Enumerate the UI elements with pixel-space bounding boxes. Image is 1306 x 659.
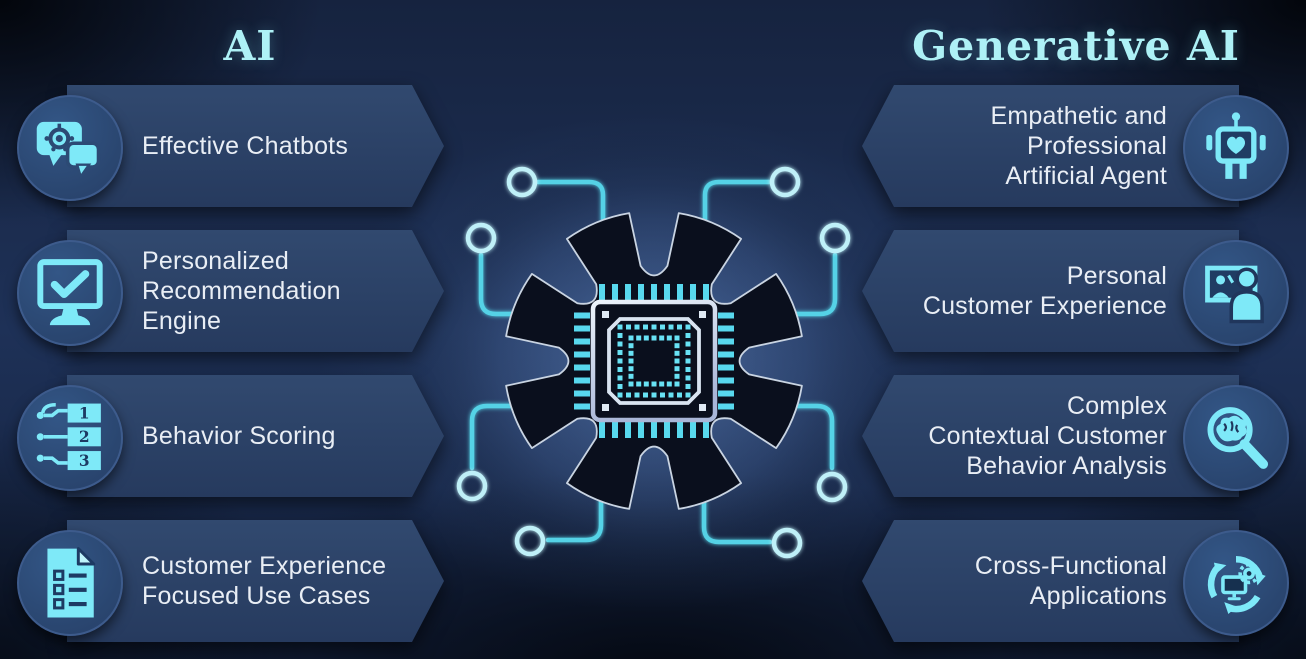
chip-pin bbox=[718, 364, 734, 371]
banner bbox=[862, 375, 1239, 497]
banner bbox=[67, 85, 444, 207]
chip-pad bbox=[617, 358, 623, 364]
chip-pad bbox=[674, 358, 680, 364]
svg-text:2: 2 bbox=[79, 428, 90, 446]
chip-pad bbox=[628, 358, 634, 364]
banner bbox=[862, 85, 1239, 207]
row-label: Personal Customer Experience bbox=[922, 262, 1167, 320]
column-title-ai: AI bbox=[223, 22, 277, 70]
icon-circle bbox=[17, 95, 123, 201]
row-label: Complex Contextual Customer Behavior Ana… bbox=[928, 392, 1167, 480]
banner-shadow bbox=[0, 520, 1306, 642]
magnifier-brain-icon bbox=[1207, 407, 1269, 469]
banner bbox=[862, 520, 1239, 642]
row-label: Personalized Recommendation Engine bbox=[142, 247, 341, 335]
list-item-contextual-behavior-analysis: Complex Contextual Customer Behavior Ana… bbox=[0, 375, 1306, 497]
ranked-list-icon: 1 2 3 bbox=[36, 402, 101, 471]
chip-pad bbox=[617, 367, 623, 372]
row-label: Empathetic and Professional Artificial A… bbox=[990, 102, 1167, 190]
chip-pad bbox=[628, 366, 634, 372]
row-label: Customer Experience Focused Use Cases bbox=[142, 552, 387, 610]
row-label: Behavior Scoring bbox=[142, 422, 336, 450]
icon-circle bbox=[17, 240, 123, 346]
banner bbox=[862, 230, 1239, 352]
banner-shadow bbox=[0, 230, 1306, 352]
document-checklist-icon bbox=[47, 547, 96, 618]
icon-circle bbox=[1183, 385, 1289, 491]
list-item-personalized-recommendation-engine: Personalized Recommendation Engine bbox=[0, 230, 1306, 352]
column-title-generative-ai: Generative AI bbox=[912, 22, 1240, 70]
banner bbox=[67, 375, 444, 497]
chip-pad bbox=[685, 358, 691, 364]
svg-text:1: 1 bbox=[79, 404, 90, 422]
row-label: Cross-Functional Applications bbox=[974, 552, 1167, 610]
chip-pin bbox=[718, 351, 734, 358]
banner-shadow bbox=[0, 85, 1306, 207]
list-item-behavior-scoring: Behavior Scoring 1 2 3 bbox=[0, 375, 1306, 497]
banner-shadow bbox=[0, 375, 1306, 497]
chip-pad bbox=[685, 367, 691, 372]
icon-circle bbox=[17, 530, 123, 636]
cycle-gear-monitor-icon bbox=[1198, 545, 1266, 621]
list-item-empathetic-artificial-agent: Empathetic and Professional Artificial A… bbox=[0, 85, 1306, 207]
banner-shadow bbox=[0, 230, 1306, 352]
banner bbox=[67, 230, 444, 352]
banner-shadow bbox=[0, 520, 1306, 642]
icon-circle: 1 2 3 bbox=[17, 385, 123, 491]
row-label: Effective Chatbots bbox=[142, 132, 349, 160]
person-screen-icon bbox=[1205, 265, 1264, 324]
chip-pad bbox=[674, 366, 680, 372]
list-item-effective-chatbots: Effective Chatbots bbox=[0, 85, 1306, 207]
icon-circle bbox=[1183, 95, 1289, 201]
list-item-personal-customer-experience: Personal Customer Experience bbox=[0, 230, 1306, 352]
banner-shadow bbox=[0, 85, 1306, 207]
chip-pin bbox=[574, 364, 590, 371]
list-item-cross-functional-applications: Cross-Functional Applications bbox=[0, 520, 1306, 642]
banner bbox=[67, 520, 444, 642]
svg-text:3: 3 bbox=[79, 452, 90, 470]
banner-shadow bbox=[0, 375, 1306, 497]
icon-circle bbox=[1183, 530, 1289, 636]
monitor-check-icon bbox=[37, 259, 103, 326]
chip-pin bbox=[574, 351, 590, 358]
robot-heart-icon bbox=[1206, 112, 1266, 179]
icon-circle bbox=[1183, 240, 1289, 346]
chatbot-icon bbox=[36, 121, 101, 180]
list-item-customer-experience-use-cases: Customer Experience Focused Use Cases bbox=[0, 520, 1306, 642]
